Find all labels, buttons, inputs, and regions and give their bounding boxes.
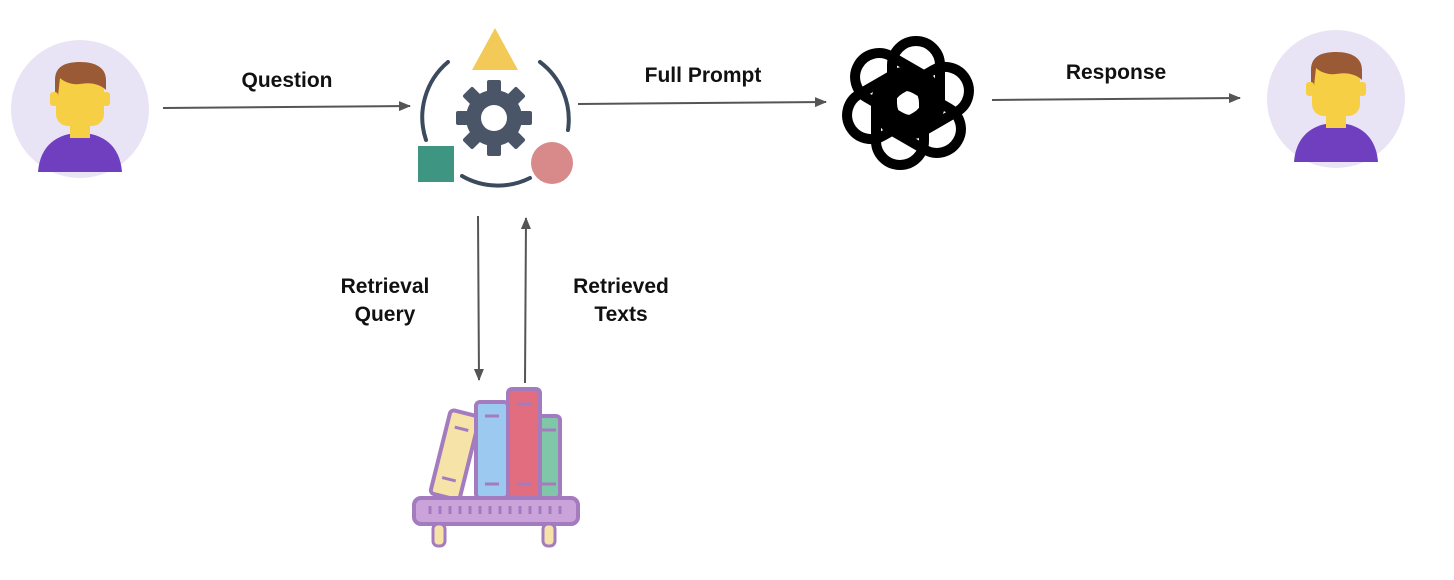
bookshelf-icon [412,387,580,548]
arrow-retrieved-texts [520,217,531,384]
arrow-full-prompt [577,97,827,108]
user-avatar-left-icon [11,40,149,178]
arrow-question [162,101,411,112]
arrow-response [991,93,1241,104]
arrow-retrieval-query [473,215,484,381]
openai-logo-icon [842,36,974,170]
label-retrieval-query-line1: Retrieval [341,275,430,298]
label-retrieved-texts-line1: Retrieved [573,275,669,298]
user-avatar-right-icon [1267,30,1405,168]
label-retrieval-query-line2: Query [355,303,416,326]
label-full-prompt: Full Prompt [645,64,762,87]
gear-shapes-icon [418,28,573,188]
label-question: Question [241,69,332,92]
label-retrieved-texts-line2: Texts [594,303,647,326]
label-response: Response [1066,61,1166,84]
